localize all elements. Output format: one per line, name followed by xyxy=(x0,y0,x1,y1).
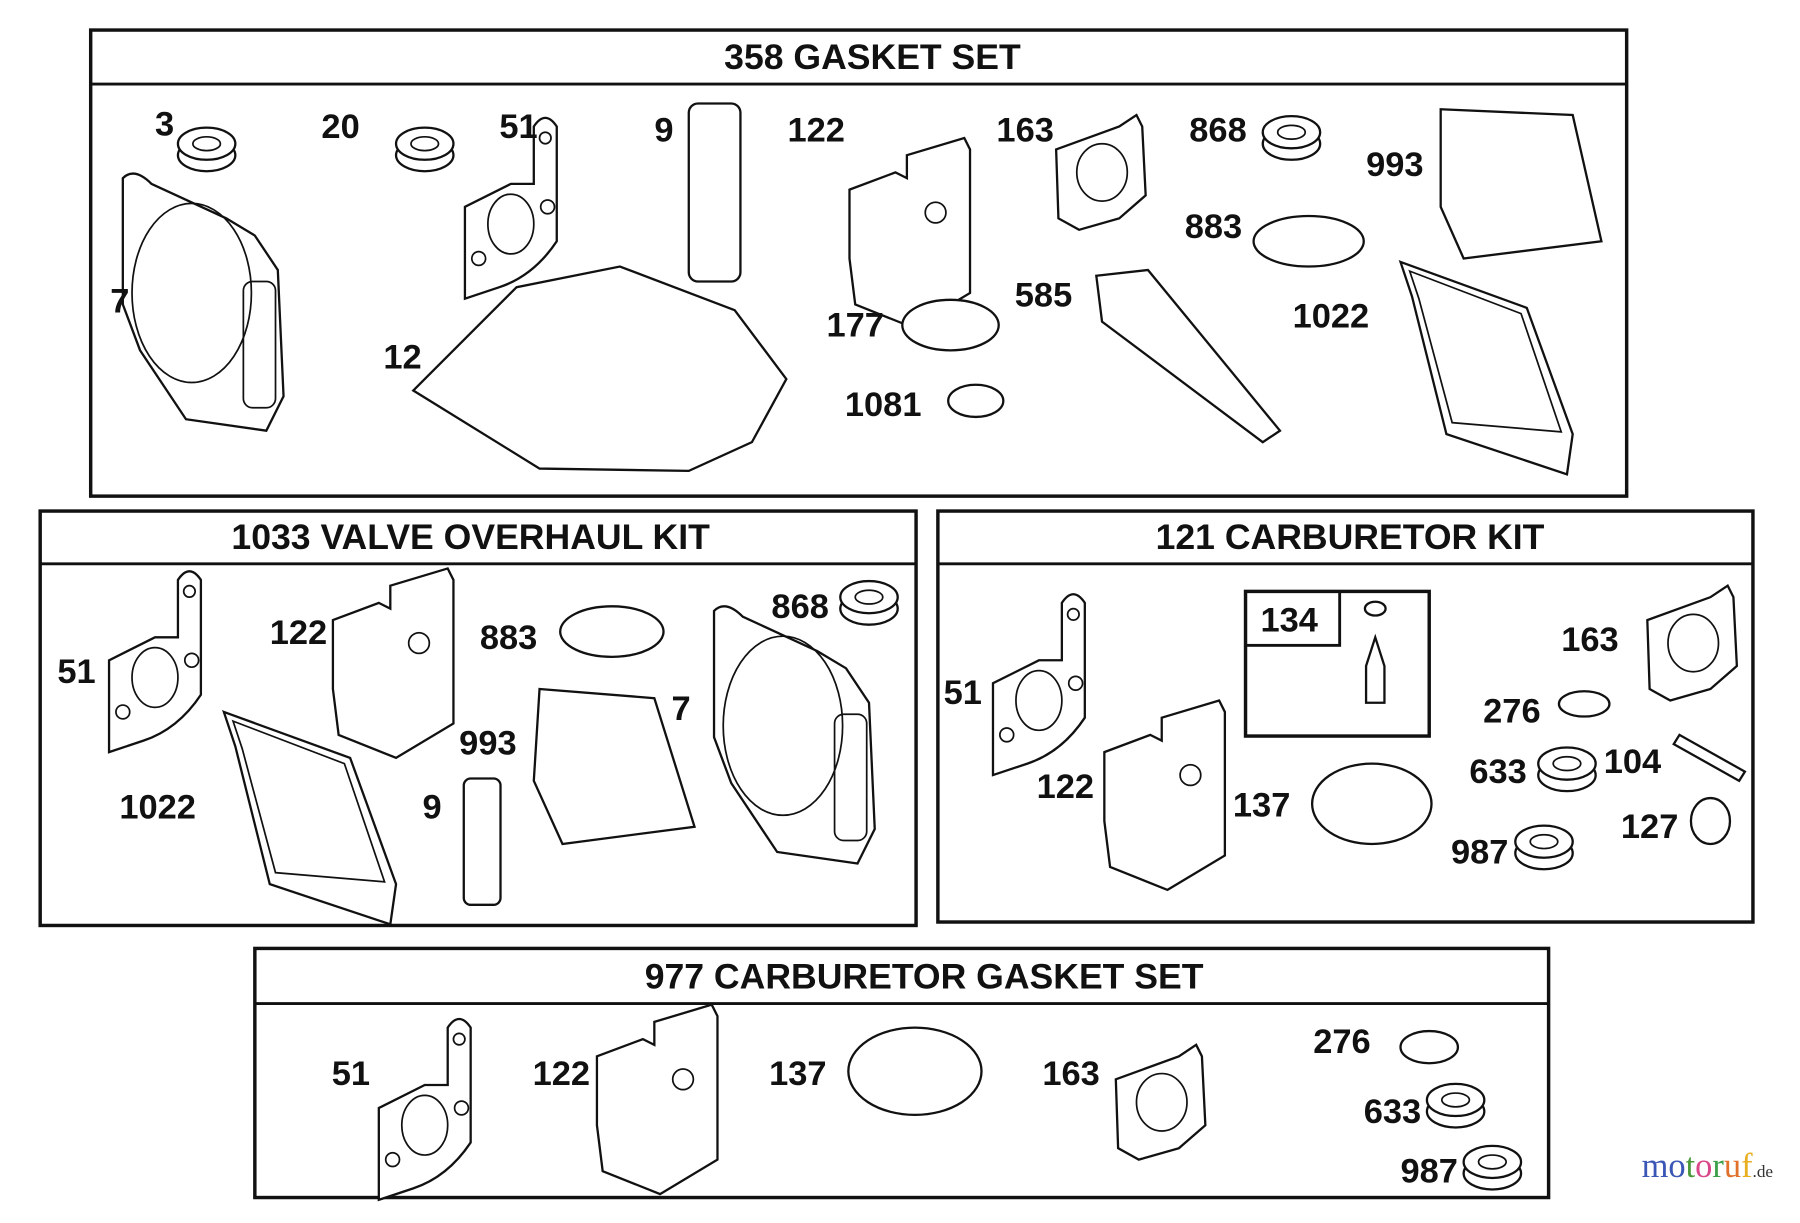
part-number: 134 xyxy=(1260,602,1317,640)
pin-part xyxy=(1672,733,1747,783)
part-number: 276 xyxy=(1313,1023,1370,1061)
seat-part xyxy=(1363,600,1387,617)
part-number: 3 xyxy=(155,106,174,144)
part-number: 127 xyxy=(1621,808,1678,846)
part-number: 868 xyxy=(771,588,828,626)
part-number: 1022 xyxy=(119,789,196,827)
part-number: 9 xyxy=(422,789,441,827)
part-number: 163 xyxy=(1561,621,1618,659)
breather-gasket-part xyxy=(532,687,697,846)
watermark-logo: motoruf.de xyxy=(1642,1147,1774,1185)
seal-part xyxy=(1537,746,1597,793)
kit-358-gasket-set: 358 GASKET SET 3 20 51 9 122 163 868 993… xyxy=(88,28,1629,498)
o-ring-small-part xyxy=(947,383,1005,419)
welch-plug-part xyxy=(1689,796,1732,846)
part-number: 9 xyxy=(654,111,673,149)
part-number: 1081 xyxy=(845,386,922,424)
part-number: 12 xyxy=(383,339,421,377)
rocker-gasket-part xyxy=(462,777,502,906)
watermark-letter: t xyxy=(1686,1147,1696,1185)
crankcase-gasket-part xyxy=(411,265,788,473)
part-number: 51 xyxy=(57,653,95,691)
part-number: 868 xyxy=(1189,111,1246,149)
part-number: 137 xyxy=(1233,786,1290,824)
part-number: 585 xyxy=(1015,277,1072,315)
watermark-letter: f xyxy=(1741,1147,1753,1185)
spacer-gasket-part xyxy=(559,605,665,658)
washer-part xyxy=(1399,1029,1460,1065)
part-number: 987 xyxy=(1451,833,1508,871)
part-number: 122 xyxy=(533,1055,590,1093)
needle-part xyxy=(1364,633,1386,704)
part-number: 122 xyxy=(788,111,845,149)
part-number: 883 xyxy=(480,619,537,657)
part-number: 1022 xyxy=(1293,297,1370,335)
breather-gasket-part xyxy=(1439,108,1603,260)
watermark-letter: r xyxy=(1712,1147,1724,1185)
kit-121-carburetor-kit: 121 CARBURETOR KIT 134 163 51 276 633 10… xyxy=(936,509,1755,924)
watermark-letter: o xyxy=(1668,1147,1685,1185)
part-number: 633 xyxy=(1364,1093,1421,1131)
inlet-needle-subkit xyxy=(1243,589,1431,738)
part-number: 177 xyxy=(827,307,884,345)
tube-gasket-part xyxy=(1095,268,1282,444)
kit-title: 121 CARBURETOR KIT xyxy=(1156,517,1545,557)
part-number: 51 xyxy=(332,1055,370,1093)
washer-part xyxy=(1514,824,1574,871)
part-number: 20 xyxy=(321,108,359,146)
washer-part xyxy=(1557,690,1611,718)
kit-title: 358 GASKET SET xyxy=(724,37,1021,77)
part-number: 51 xyxy=(944,674,982,712)
seal-part xyxy=(394,126,455,173)
part-number: 104 xyxy=(1604,743,1661,781)
part-number: 122 xyxy=(1037,768,1094,806)
kit-title: 1033 VALVE OVERHAUL KIT xyxy=(231,517,710,557)
kit-1033-valve-overhaul-kit: 1033 VALVE OVERHAUL KIT 51 122 883 868 7… xyxy=(38,509,918,928)
part-number: 7 xyxy=(110,282,129,320)
oil-seal-part xyxy=(839,579,899,626)
seal-part xyxy=(176,126,237,173)
part-number: 276 xyxy=(1483,692,1540,730)
part-number: 883 xyxy=(1185,208,1242,246)
part-number: 633 xyxy=(1469,753,1526,791)
part-number: 137 xyxy=(769,1055,826,1093)
spacer-gasket-part xyxy=(1252,214,1365,268)
watermark-letter: m xyxy=(1642,1147,1669,1185)
watermark-letter: u xyxy=(1724,1147,1741,1185)
o-ring-part xyxy=(901,298,1000,352)
part-number: 987 xyxy=(1401,1153,1458,1191)
bowl-gasket-part xyxy=(847,1026,983,1117)
kit-title: 977 CARBURETOR GASKET SET xyxy=(645,957,1204,997)
part-number: 163 xyxy=(996,111,1053,149)
part-number: 993 xyxy=(459,724,516,762)
kit-977-carburetor-gasket-set: 977 CARBURETOR GASKET SET 51 122 137 163… xyxy=(253,946,1551,1201)
part-number: 122 xyxy=(270,614,327,652)
part-number: 163 xyxy=(1042,1055,1099,1093)
seal-part xyxy=(1425,1082,1486,1129)
part-number: 993 xyxy=(1366,146,1423,184)
washer-part xyxy=(1462,1144,1523,1191)
part-number: 7 xyxy=(672,690,691,728)
watermark-letter: o xyxy=(1695,1147,1712,1185)
watermark-suffix: .de xyxy=(1753,1162,1774,1181)
oil-seal-part xyxy=(1261,115,1322,161)
bowl-gasket-part xyxy=(1310,762,1433,846)
part-number: 51 xyxy=(499,108,537,146)
rocker-gasket-part xyxy=(687,102,742,283)
